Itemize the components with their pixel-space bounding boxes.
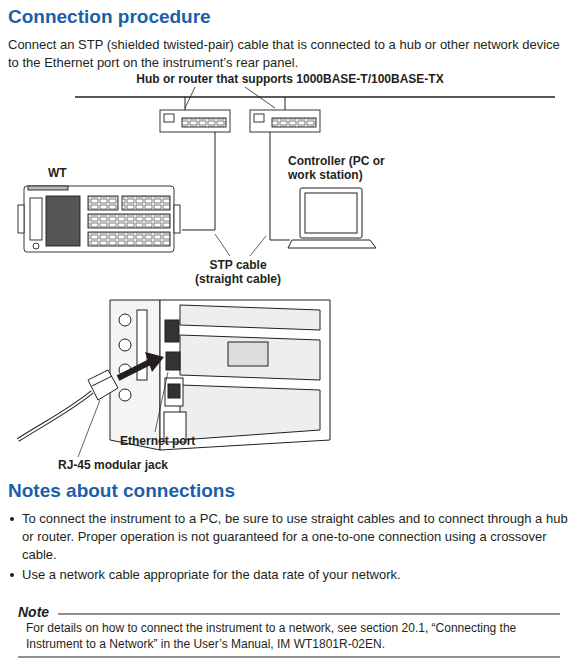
section-heading: Notes about connections: [8, 480, 408, 502]
part-label: RJ-45 modular jack: [58, 458, 218, 472]
note-rule: [18, 657, 560, 658]
cable-label: STP cable (straight cable): [188, 258, 288, 286]
bullet-text: Use a network cable appropriate for the …: [22, 566, 570, 584]
bullet-dot: [10, 573, 14, 577]
insert-arrow: [118, 362, 150, 378]
network-bus: [75, 96, 555, 98]
page-heading: Connection procedure: [8, 6, 211, 28]
part-label: Ethernet port: [120, 434, 230, 448]
device: Controller (PC or work station): [288, 154, 398, 182]
hub-label: Hub or router that supports 1000BASE-T/1…: [100, 72, 480, 86]
leader-line: [78, 400, 100, 457]
hub: [160, 110, 320, 132]
bullet-dot: [10, 517, 14, 521]
stp-cable: [182, 132, 215, 230]
laptop: [288, 188, 376, 248]
instrument-label: WT: [48, 166, 108, 180]
note-rule: [58, 614, 560, 615]
rear-panel: [110, 300, 330, 450]
intro-paragraph: Connect an STP (shielded twisted-pair) c…: [8, 36, 570, 72]
bullet-text: To connect the instrument to a PC, be su…: [22, 510, 570, 564]
note-text: For details on how to connect the instru…: [26, 620, 566, 652]
note-heading: Note: [18, 604, 58, 620]
wt-instrument: [18, 186, 180, 252]
stp-cable: [270, 132, 290, 240]
leader-line: [155, 372, 168, 432]
rj45-plug: [18, 370, 118, 440]
device: WT: [48, 166, 108, 180]
controller-label: Controller (PC or work station): [288, 154, 398, 182]
